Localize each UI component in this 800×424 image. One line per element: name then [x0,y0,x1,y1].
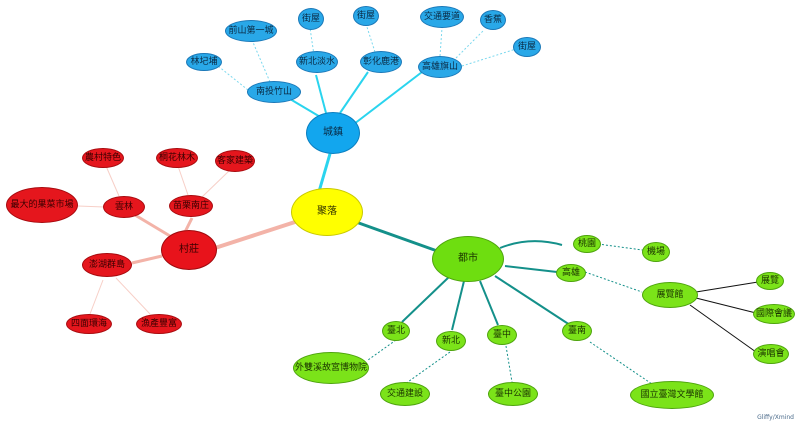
village-leaf-guocai[interactable]: 最大的果菜市場 [6,187,78,223]
town-child-qishan[interactable]: 高雄旗山 [418,56,462,78]
edge-qishan-jiewu [461,48,517,67]
edge-expo-conference [695,297,757,314]
city-child-expo[interactable]: 展覽館 [642,282,698,308]
town-leaf-qianshan[interactable]: 前山第一城 [225,20,277,42]
city-node[interactable]: 都市 [432,236,504,282]
edge-danshui-jiewu [309,27,315,56]
edge-town-qishan [353,71,423,125]
edge-expo-exhibition [695,281,759,293]
town-child-zhushan[interactable]: 南投竹山 [247,81,301,103]
city-child-taipei[interactable]: 臺北 [382,321,410,341]
edge-tainan-museum [589,341,653,385]
edge-nanzhuang-kejia [201,169,231,198]
edge-qishan-banana [455,29,485,59]
edge-city-kaohsiung [504,265,558,273]
city-child-taichung[interactable]: 臺中 [487,325,517,345]
city-leaf-airport[interactable]: 機場 [642,242,670,262]
edge-city-taipei [401,275,451,323]
village-node[interactable]: 村莊 [161,230,217,270]
edge-expo-concert [689,304,757,353]
city-leaf-exhibition[interactable]: 展覽 [756,272,784,290]
city-leaf-literature-museum[interactable]: 國立臺灣文學館 [630,381,714,409]
city-leaf-concert[interactable]: 演唱會 [753,344,789,364]
edge-zhushan-qianshan [251,39,271,83]
edge-village-penghu [131,254,163,265]
edge-nanzhuang-tonghua [177,165,189,196]
center-node[interactable]: 聚落 [291,188,363,236]
town-leaf-linqipu[interactable]: 林圮埔 [186,53,222,71]
town-child-danshui[interactable]: 新北淡水 [296,51,338,73]
town-leaf-banana[interactable]: 香蕉 [480,10,506,30]
edge-lukang-jiewu [365,23,376,53]
city-leaf-transport[interactable]: 交通建設 [380,382,430,406]
village-leaf-sihai[interactable]: 四面環海 [66,314,112,334]
edge-city-taoyuan [499,240,563,249]
edge-newtaipei-transport [404,351,451,385]
edge-qishan-jiaotong [439,27,443,57]
edge-taichung-park [505,345,513,383]
edge-city-newtaipei [451,280,465,331]
town-leaf-jiewu-2[interactable]: 街屋 [353,6,379,26]
town-child-lukang[interactable]: 彰化鹿港 [360,51,402,73]
city-child-tainan[interactable]: 臺南 [562,321,592,341]
edge-taoyuan-airport [597,243,651,252]
city-child-taoyuan[interactable]: 桃園 [573,235,601,253]
edge-town-danshui [315,74,327,114]
edge-yunlin-nongcun [105,165,120,197]
edge-village-yunlin [134,213,171,238]
edge-city-tainan [494,275,571,326]
village-child-penghu[interactable]: 澎湖群島 [82,253,132,277]
edge-town-lukang [339,71,369,114]
edge-penghu-sihai [89,279,104,315]
village-leaf-nongcun[interactable]: 農村特色 [82,148,124,168]
city-leaf-conference[interactable]: 國際會議 [753,304,795,324]
town-node[interactable]: 城鎮 [306,112,360,154]
watermark-logo: Gliffy/Xmind [757,414,794,421]
city-child-newtaipei[interactable]: 新北 [436,331,466,351]
edge-center-city [355,220,441,254]
edge-taipei-museum [367,339,397,361]
town-leaf-jiewu-3[interactable]: 街屋 [513,37,541,57]
village-child-nanzhuang[interactable]: 苗栗南庄 [169,195,213,217]
edge-penghu-yuchan [115,277,151,315]
edge-city-taichung [479,280,499,326]
town-leaf-jiewu-1[interactable]: 街屋 [298,8,324,30]
village-leaf-kejia[interactable]: 客家建築 [215,150,255,172]
city-child-kaohsiung[interactable]: 高雄 [556,264,586,282]
village-child-yunlin[interactable]: 雲林 [103,196,145,218]
village-leaf-tonghua[interactable]: 桐花林木 [156,148,198,168]
edge-kaohsiung-expo [584,271,643,293]
edge-yunlin-guocai [77,205,105,208]
village-leaf-yuchan[interactable]: 漁產豐富 [136,314,182,334]
city-leaf-palace-museum[interactable]: 外雙溪故宮博物院 [293,352,369,384]
city-leaf-taichung-park[interactable]: 臺中公園 [488,382,538,406]
edge-center-village [214,220,296,250]
edge-zhushan-linqipu [217,65,249,91]
town-leaf-jiaotong[interactable]: 交通要道 [420,6,464,28]
